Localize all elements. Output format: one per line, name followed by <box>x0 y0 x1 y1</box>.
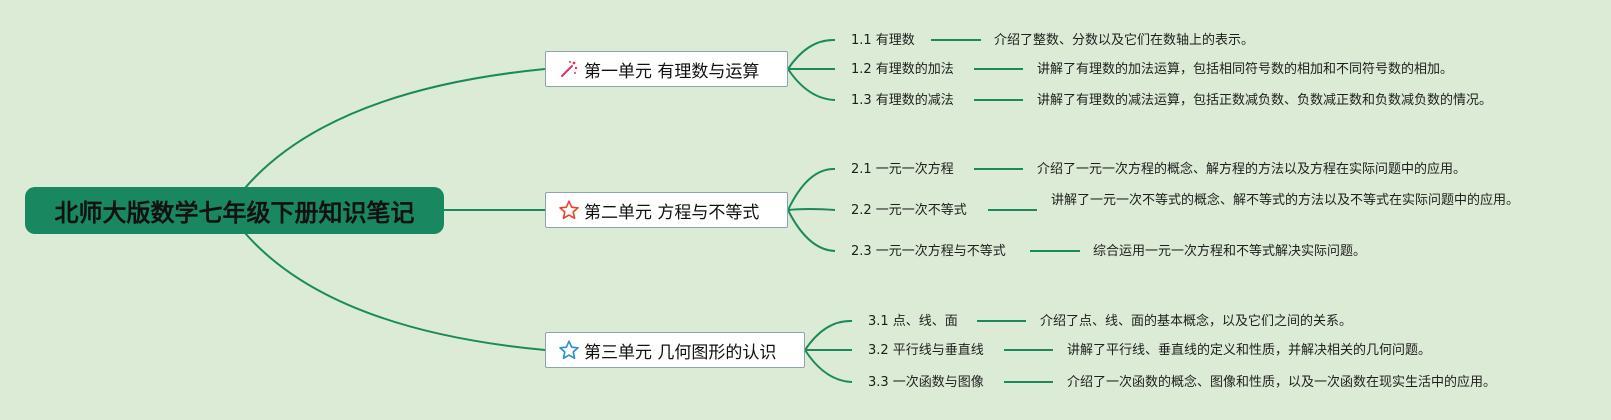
unit-title: 第二单元 方程与不等式 <box>584 202 760 223</box>
topic-desc-2-2: 讲解了一元一次不等式的概念、解不等式的方法以及不等式在实际问题中的应用。 <box>1051 193 1520 208</box>
topic-desc-1-2: 讲解了有理数的加法运算，包括相同符号数的相加和不同符号数的相加。 <box>1037 62 1454 77</box>
unit-node-2[interactable]: 第二单元 方程与不等式 <box>545 192 788 228</box>
root-node[interactable]: 北师大版数学七年级下册知识笔记 <box>25 187 444 234</box>
connector-root-unit3 <box>244 232 546 351</box>
topic-2-3[interactable]: 2.3 一元一次方程与不等式 <box>851 244 1006 259</box>
topic-desc-2-1: 介绍了一元一次方程的概念、解方程的方法以及方程在实际问题中的应用。 <box>1037 162 1467 177</box>
unit-node-3[interactable]: 第三单元 几何图形的认识 <box>545 332 805 368</box>
topic-1-1[interactable]: 1.1 有理数 <box>851 33 915 48</box>
unit-title: 第三单元 几何图形的认识 <box>584 342 777 363</box>
topic-desc-3-3: 介绍了一次函数的概念、图像和性质，以及一次函数在现实生活中的应用。 <box>1067 375 1497 390</box>
topic-desc-3-2: 讲解了平行线、垂直线的定义和性质，并解决相关的几何问题。 <box>1067 343 1432 358</box>
topic-2-1[interactable]: 2.1 一元一次方程 <box>851 162 954 177</box>
topic-1-2[interactable]: 1.2 有理数的加法 <box>851 62 954 77</box>
topic-3-2[interactable]: 3.2 平行线与垂直线 <box>868 343 984 358</box>
connector-root-unit1 <box>244 68 546 189</box>
unit-title: 第一单元 有理数与运算 <box>584 61 760 82</box>
topic-2-2[interactable]: 2.2 一元一次不等式 <box>851 203 967 218</box>
magic-wand-icon <box>558 58 580 80</box>
topic-desc-3-1: 介绍了点、线、面的基本概念，以及它们之间的关系。 <box>1040 314 1353 329</box>
topic-3-1[interactable]: 3.1 点、线、面 <box>868 314 958 329</box>
unit-node-1[interactable]: 第一单元 有理数与运算 <box>545 51 788 87</box>
star-outline-icon <box>558 339 580 361</box>
topic-desc-2-3: 综合运用一元一次方程和不等式解决实际问题。 <box>1093 244 1367 259</box>
star-outline-icon <box>558 199 580 221</box>
root-title: 北师大版数学七年级下册知识笔记 <box>54 199 415 227</box>
topic-3-3[interactable]: 3.3 一次函数与图像 <box>868 375 984 390</box>
topic-desc-1-3: 讲解了有理数的减法运算，包括正数减负数、负数减正数和负数减负数的情况。 <box>1037 93 1493 108</box>
topic-desc-1-1: 介绍了整数、分数以及它们在数轴上的表示。 <box>994 33 1255 48</box>
topic-1-3[interactable]: 1.3 有理数的减法 <box>851 93 954 108</box>
